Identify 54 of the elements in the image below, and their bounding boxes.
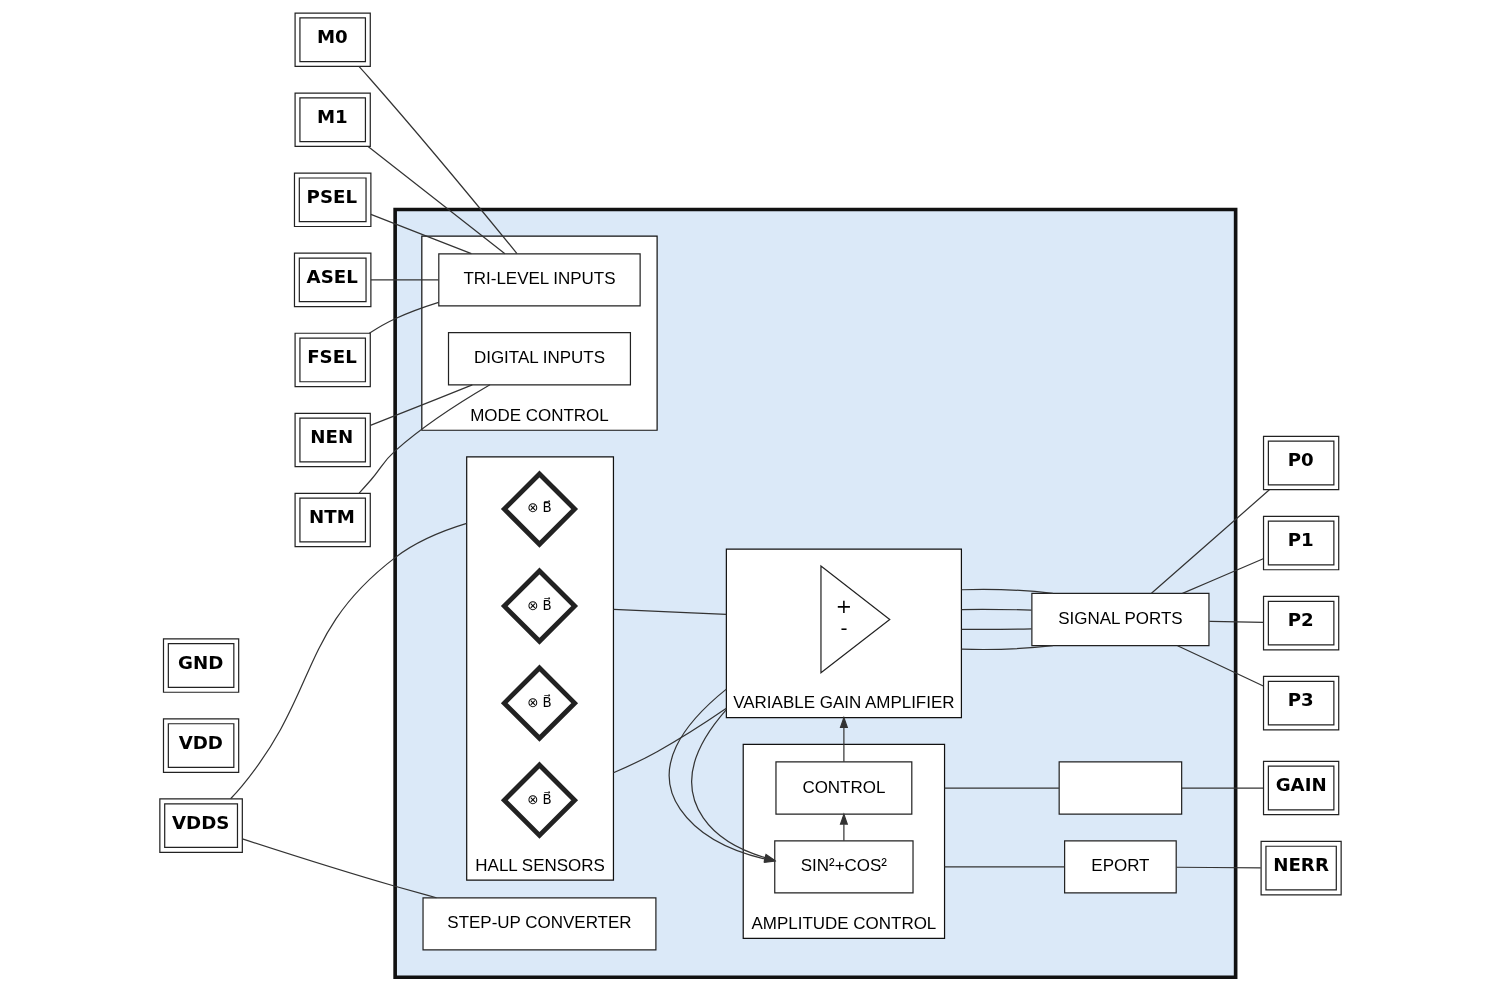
node-box: FSEL [293,332,371,388]
connector [367,145,506,255]
connector [960,628,1032,631]
connector [369,213,472,255]
node-box: P2 [1262,595,1339,651]
connector [1180,787,1264,789]
arrow [839,812,848,842]
arrow [839,715,848,763]
connector [369,384,473,427]
node-box: P1 [1262,515,1339,571]
connector [1150,489,1270,594]
connector [960,608,1032,611]
node-box: STEP-UP CONVERTER [421,897,656,951]
node-diamond: ⊗ B⃗ [500,664,578,742]
cluster [392,207,1237,980]
node-box: PSEL [293,172,371,228]
node-box: EPORT [1063,840,1177,894]
node-box [1058,761,1182,815]
connector [358,66,518,255]
node-box: NERR [1260,840,1342,896]
connector [943,866,1065,868]
connector [612,608,727,615]
node-box: ASEL [293,252,371,308]
node-box: SIN²+COS² [773,840,914,894]
connector [368,301,439,334]
connector [612,707,727,774]
node-box: VDDS [158,798,243,853]
node-box: SIGNAL PORTS [1030,592,1210,647]
node-box: CONTROL [774,761,912,815]
node-box: VDD [162,718,239,773]
node-box: M0 [293,12,371,67]
node-box: M1 [293,92,371,148]
connector [241,838,437,899]
node-box: P3 [1262,675,1339,731]
node-box: NEN [293,412,371,468]
node-box: TRI-LEVEL INPUTS [437,253,641,307]
node-box: NTM [293,492,371,548]
connector [943,787,1059,789]
node-diamond: ⊗ B⃗ [500,761,578,839]
connector [229,522,467,800]
connector [1176,645,1264,687]
connector [369,279,439,281]
node-box: GND [162,638,239,693]
connector [358,384,491,494]
connector [1208,620,1264,623]
connector [960,588,1053,594]
node-diamond: ⊗ B⃗ [500,470,578,548]
connector [1181,558,1264,594]
node-box: P0 [1262,435,1339,491]
node-box: DIGITAL INPUTS [447,332,631,386]
node-box: GAIN [1262,760,1339,816]
connector [1175,866,1261,869]
node-diamond: ⊗ B⃗ [500,567,578,645]
connector [960,645,1053,651]
